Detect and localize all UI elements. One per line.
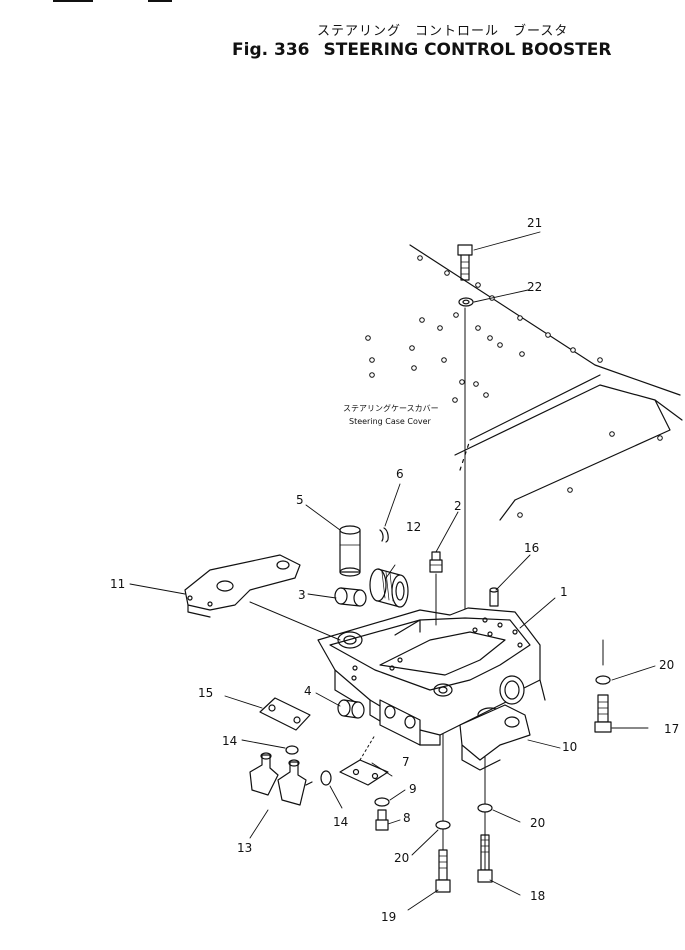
part-5-pin [339, 525, 361, 577]
annotation-english: Steering Case Cover [349, 417, 432, 426]
callout-6: 6 [396, 467, 404, 481]
steering-case-cover [365, 244, 683, 521]
part-10-lever [459, 704, 531, 771]
callout-12: 12 [406, 520, 421, 534]
part-13-elbow-fittings [249, 752, 313, 806]
callout-14-lower: 14 [333, 815, 348, 829]
figure-title: Fig. 336 STEERING CONTROL BOOSTER [232, 40, 612, 60]
part-17-bolt [594, 694, 612, 733]
part-6-snap-ring [379, 527, 389, 543]
part-8-bolt [375, 809, 389, 831]
part-19-bolt [435, 849, 451, 893]
callout-4: 4 [304, 684, 312, 698]
assembly-line-7 [359, 734, 376, 761]
callout-8: 8 [403, 811, 411, 825]
callout-7: 7 [402, 755, 410, 769]
callout-21: 21 [527, 216, 542, 230]
part-20-washer-center [435, 820, 451, 830]
part-21-bolt [457, 244, 473, 281]
part-9-washer [374, 797, 390, 807]
part-3-bearing [334, 587, 367, 607]
callout-2: 2 [454, 499, 462, 513]
callout-17: 17 [664, 722, 679, 736]
callout-20-right: 20 [659, 658, 674, 672]
top-edge-mark [53, 0, 93, 2]
part-22-washer [458, 297, 474, 307]
assembly-line-11 [249, 601, 341, 641]
callout-11: 11 [110, 577, 125, 591]
part-2-fitting [429, 551, 443, 573]
callout-16: 16 [524, 541, 539, 555]
callout-15: 15 [198, 686, 213, 700]
figure-number: Fig. 336 [232, 40, 310, 60]
callout-14-upper: 14 [222, 734, 237, 748]
callout-20-center: 20 [394, 851, 409, 865]
callout-3: 3 [298, 588, 306, 602]
callout-9: 9 [409, 782, 417, 796]
leader-lines [129, 231, 656, 911]
part-14-o-ring-lower [320, 770, 332, 786]
callout-19: 19 [381, 910, 396, 924]
part-4-bearing [337, 699, 365, 719]
callout-1: 1 [560, 585, 568, 599]
annotation-japanese: ステアリングケースカバー [343, 403, 439, 413]
callout-13: 13 [237, 841, 252, 855]
part-12-bushing [369, 568, 409, 608]
callout-20-center-right: 20 [530, 816, 545, 830]
part-14-o-ring-upper [285, 745, 299, 755]
callout-18: 18 [530, 889, 545, 903]
part-15-plate [259, 697, 311, 731]
part-11-arm [184, 554, 301, 618]
callout-22: 22 [527, 280, 542, 294]
callout-5: 5 [296, 493, 304, 507]
callout-10: 10 [562, 740, 577, 754]
part-20-washer-far-right [595, 675, 611, 685]
part-16-pin [489, 587, 499, 607]
part-18-bolt [477, 834, 493, 883]
part-7-plate [339, 759, 389, 786]
part-20-washer-right [477, 803, 493, 813]
top-edge-mark [148, 0, 172, 2]
part-1-booster-housing [317, 607, 546, 746]
figure-title-english: STEERING CONTROL BOOSTER [323, 40, 612, 60]
figure-title-japanese: ステアリング コントロール ブースタ [317, 24, 569, 39]
